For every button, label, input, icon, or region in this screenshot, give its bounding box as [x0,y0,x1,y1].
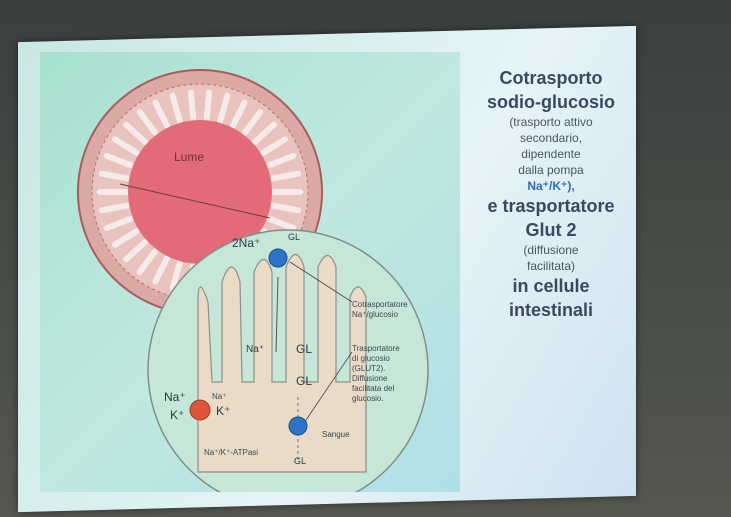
na-pump-label: Na⁺ [212,392,226,401]
na-glucose-cotransporter-icon [269,249,287,267]
k-left-label: K⁺ [170,408,184,422]
k-pump-label: K⁺ [216,404,230,418]
note-line-2: secondario, [466,130,636,146]
na2-label: 2Na⁺ [232,236,260,250]
intestinal-line: intestinali [466,298,636,322]
intestinal-figure [40,52,460,492]
note-line-1: (trasporto attivo [466,114,636,130]
glut2-transporter-icon [289,417,307,435]
glut-label-3: (GLUT2). [352,364,385,373]
villus [191,92,193,118]
glut-label-2: di glucosio [352,354,390,363]
in-line: in cellule [466,274,636,298]
note-line-4: dalla pompa [466,162,636,178]
glut-label-4: Diffusione [352,374,387,383]
slide-text-panel: Cotrasporto sodio-glucosio (trasporto at… [466,52,636,472]
diff-line-2: facilitata) [466,258,636,274]
glut-label-1: Trasportatore [352,344,400,353]
atpase-label: Na⁺/K⁺-ATPasi [204,448,258,457]
note-line-3: dipendente [466,146,636,162]
glut-label-5: facilitata del [352,384,394,393]
cotransporter-label-1: Cotrasportatore [352,300,408,309]
gl-bottom-label: GL [294,456,306,466]
lumen-label: Lume [174,150,204,164]
na-k-pump-icon [190,400,210,420]
gl-low-label: GL [296,374,312,388]
sangue-label: Sangue [322,430,350,439]
na-left-label: Na⁺ [164,390,186,404]
title-line-2: sodio-glucosio [466,90,636,114]
and-line: e trasportatore [466,194,636,218]
cotransporter-label-2: Na⁺/glucosio [352,310,398,319]
na-mid-label: Na⁺ [246,344,264,355]
glut-line: Glut 2 [466,218,636,242]
glut-label-6: glucosio. [352,394,384,403]
diff-line-1: (diffusione [466,242,636,258]
title-line-1: Cotrasporto [466,66,636,90]
gl-mid-label: GL [296,342,312,356]
note-line-5: Na⁺/K⁺), [466,178,636,194]
villus [207,92,209,118]
gl-top-label: GL [288,232,300,242]
